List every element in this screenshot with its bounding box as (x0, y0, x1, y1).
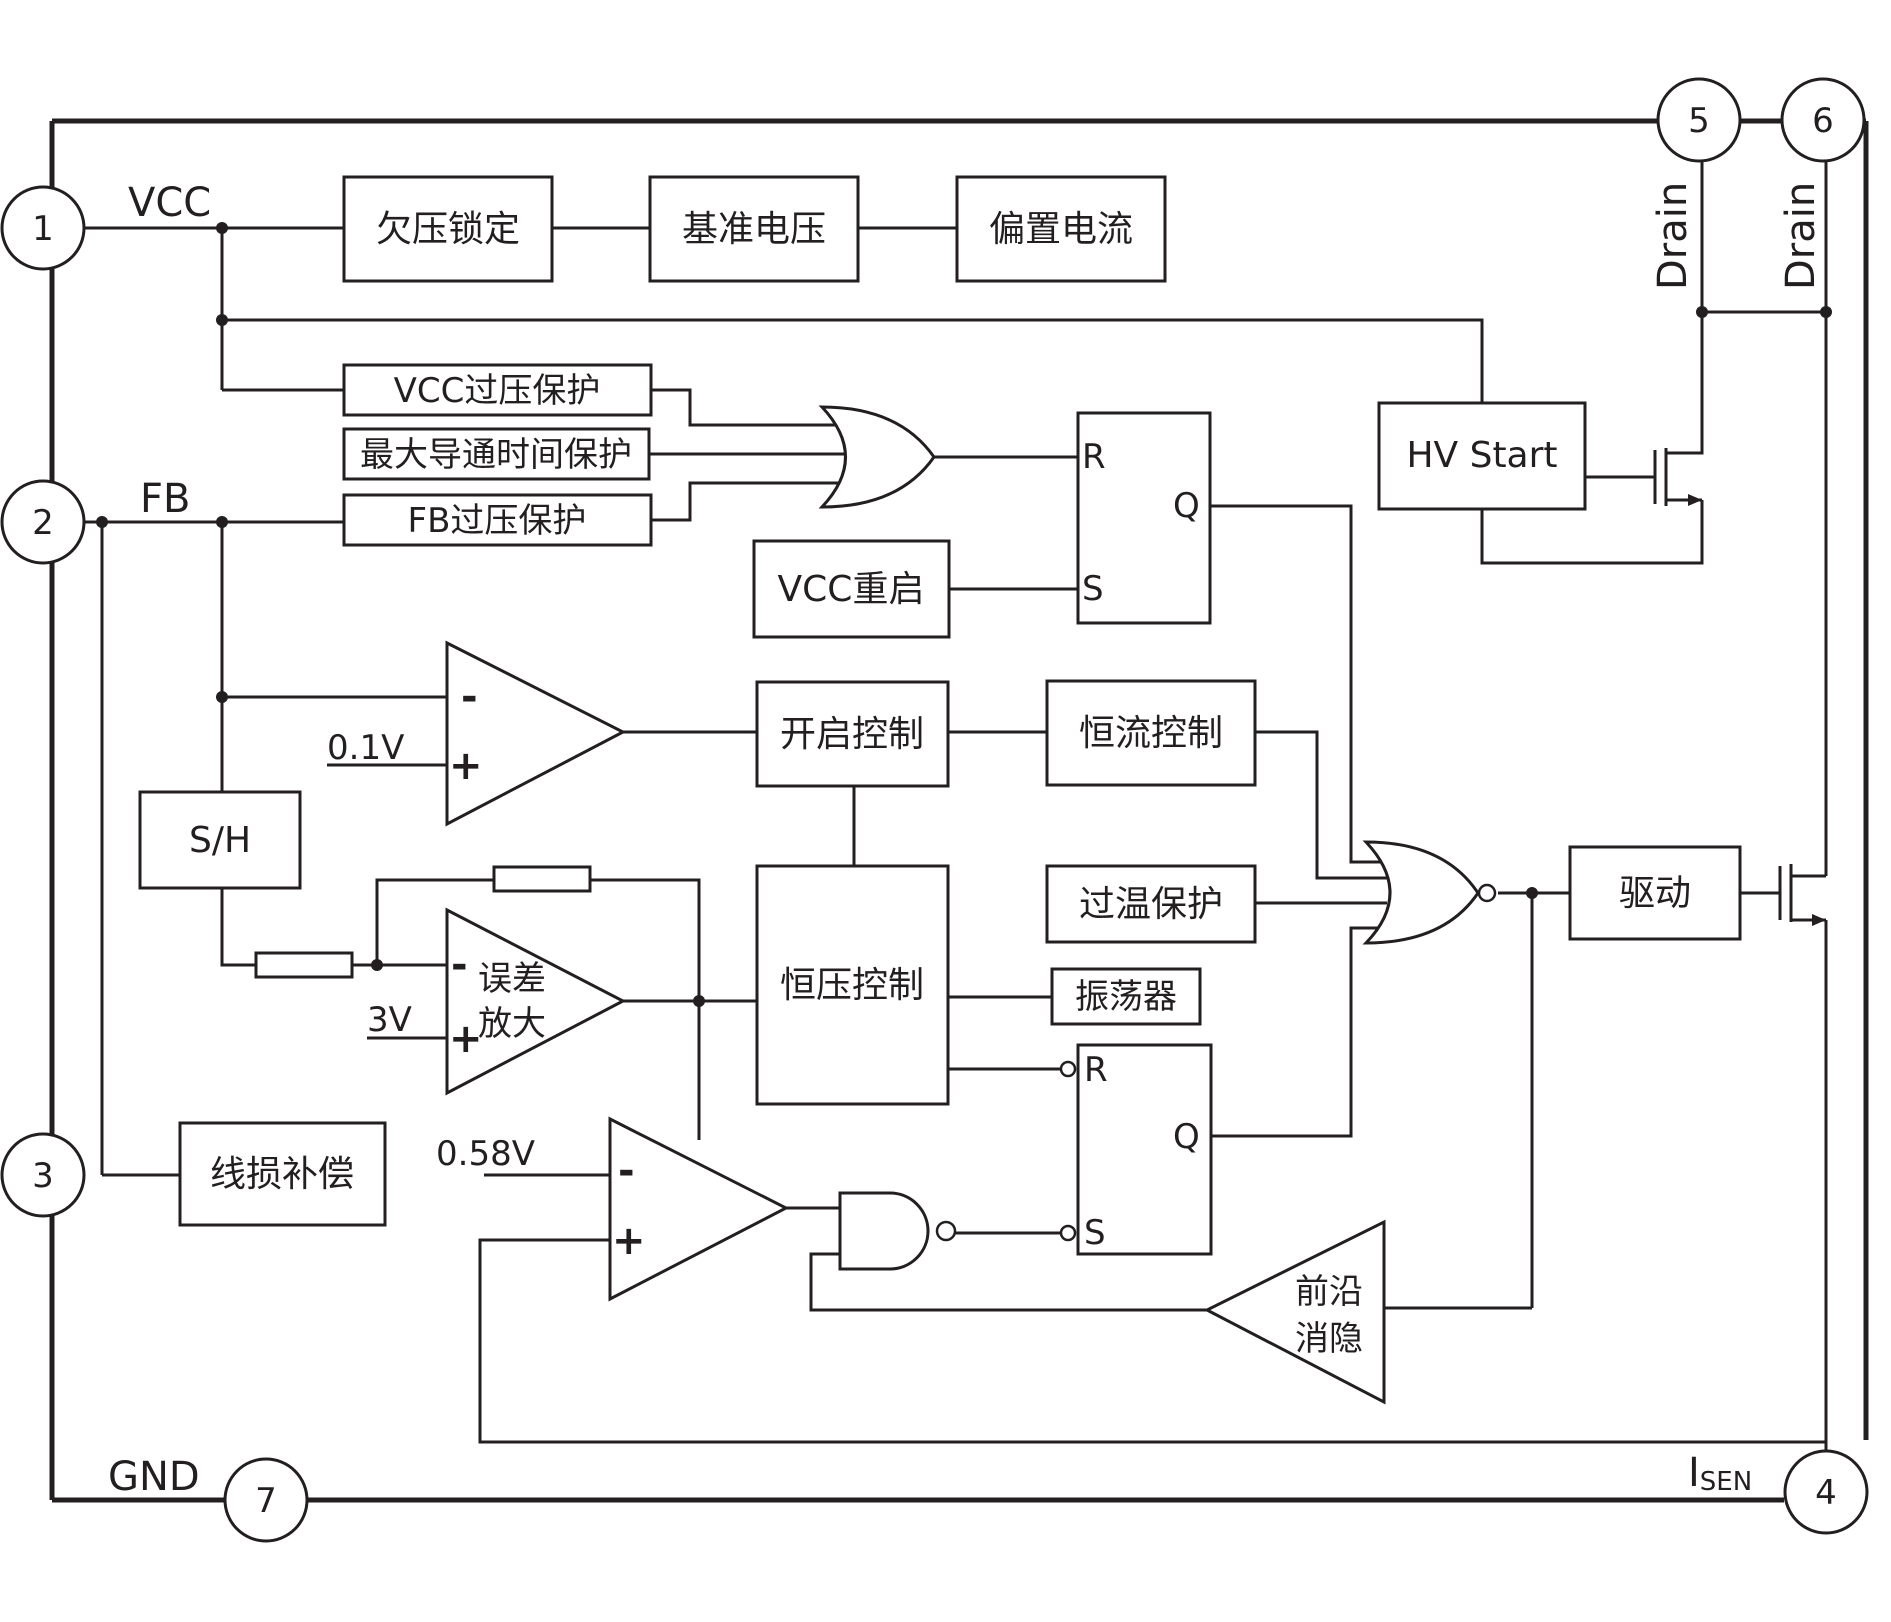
svg-text:S: S (1082, 569, 1104, 609)
pin-2: 2 (0, 479, 86, 565)
line-loss-compensation-block: 线损补偿 (178, 1121, 387, 1227)
nand-gate (838, 1191, 957, 1271)
power-mosfet (1778, 864, 1826, 926)
fb-comparator: - + (445, 640, 627, 827)
svg-text:4: 4 (1815, 1473, 1837, 1513)
svg-text:线损补偿: 线损补偿 (210, 1154, 354, 1195)
svg-text:Q: Q (1173, 486, 1200, 526)
or-gate-gate-control (1362, 840, 1497, 945)
pin-5: 5 (1656, 77, 1742, 163)
svg-text:驱动: 驱动 (1619, 873, 1691, 914)
drain-label-pin6: Drain (1778, 182, 1824, 290)
svg-text:R: R (1084, 1050, 1108, 1090)
protection-latch: R S Q (1076, 411, 1212, 625)
leading-edge-blanking: 前沿 消隐 (1203, 1219, 1386, 1405)
svg-text:开启控制: 开启控制 (780, 714, 924, 755)
svg-text:VCC过压保护: VCC过压保护 (394, 371, 601, 411)
svg-text:恒流控制: 恒流控制 (1079, 713, 1223, 754)
gnd-pin-label: GND (108, 1454, 200, 1500)
input-resistor (254, 951, 354, 979)
svg-text:放大: 放大 (478, 1004, 546, 1044)
ref-0-1v-label: 0.1V (327, 728, 404, 768)
pin-7: 7 (223, 1457, 309, 1543)
svg-text:6: 6 (1812, 101, 1834, 141)
svg-text:3: 3 (32, 1156, 54, 1196)
chip-frame (49, 118, 1869, 1503)
oscillator-block: 振荡器 (1050, 967, 1202, 1026)
wires (84, 160, 1828, 1463)
feedback-resistor (492, 865, 592, 893)
reference-voltage-block: 基准电压 (648, 175, 860, 283)
sample-hold-block: S/H (138, 790, 302, 890)
svg-text:误差: 误差 (478, 959, 546, 999)
uvlo-block: 欠压锁定 (342, 175, 554, 283)
ref-3v-label: 3V (367, 1000, 412, 1040)
constant-voltage-control-block: 恒压控制 (755, 864, 950, 1106)
pin-3: 3 (0, 1132, 86, 1218)
bias-current-block: 偏置电流 (955, 175, 1167, 283)
isen-pin-label: ISEN (1688, 1450, 1752, 1497)
start-control-block: 开启控制 (755, 680, 950, 788)
svg-text:S: S (1084, 1213, 1106, 1253)
svg-text:VCC重启: VCC重启 (778, 569, 925, 610)
svg-text:+: + (449, 1016, 483, 1062)
svg-text:-: - (618, 1148, 635, 1194)
svg-text:Q: Q (1173, 1117, 1200, 1157)
svg-text:-: - (451, 942, 468, 988)
svg-text:最大导通时间保护: 最大导通时间保护 (360, 435, 632, 475)
svg-text:恒压控制: 恒压控制 (780, 965, 924, 1006)
vcc-pin-label: VCC (128, 180, 211, 226)
svg-text:7: 7 (255, 1481, 277, 1521)
svg-text:+: + (449, 743, 483, 789)
pin-6: 6 (1780, 77, 1866, 163)
svg-text:FB过压保护: FB过压保护 (408, 501, 587, 541)
svg-text:S/H: S/H (189, 820, 251, 861)
vcc-ovp-block: VCC过压保护 (342, 363, 653, 417)
ref-0-58v-label: 0.58V (436, 1134, 535, 1174)
svg-text:前沿: 前沿 (1295, 1272, 1363, 1312)
svg-text:-: - (461, 674, 478, 720)
driver-block: 驱动 (1568, 845, 1742, 941)
svg-text:基准电压: 基准电压 (682, 209, 826, 250)
pin-1: 1 (0, 185, 86, 271)
drain-label-pin5: Drain (1650, 182, 1696, 290)
svg-text:偏置电流: 偏置电流 (989, 209, 1133, 250)
pwm-latch: R S Q (1059, 1043, 1213, 1256)
hv-start-block: HV Start (1377, 401, 1587, 511)
svg-text:消隐: 消隐 (1295, 1319, 1363, 1359)
fb-ovp-block: FB过压保护 (342, 493, 653, 547)
fb-pin-label: FB (140, 476, 190, 522)
pin-4: 4 (1783, 1449, 1869, 1535)
svg-text:过温保护: 过温保护 (1079, 884, 1223, 925)
or-gate-protection (818, 405, 936, 509)
svg-text:欠压锁定: 欠压锁定 (376, 209, 520, 250)
svg-text:振荡器: 振荡器 (1075, 977, 1177, 1017)
svg-text:R: R (1082, 437, 1106, 477)
svg-text:HV Start: HV Start (1406, 435, 1557, 476)
svg-text:+: + (612, 1218, 646, 1264)
svg-text:5: 5 (1688, 101, 1710, 141)
over-temperature-protection-block: 过温保护 (1045, 864, 1257, 944)
junction-dots (96, 222, 1832, 1007)
current-sense-comparator: - + (608, 1116, 790, 1302)
hv-start-mosfet (1653, 448, 1704, 506)
svg-text:2: 2 (32, 503, 54, 543)
max-on-time-protection-block: 最大导通时间保护 (342, 427, 651, 481)
error-amplifier: - + 误差 放大 (445, 907, 627, 1096)
constant-current-control-block: 恒流控制 (1045, 679, 1257, 787)
vcc-restart-block: VCC重启 (752, 539, 951, 639)
svg-text:1: 1 (32, 209, 54, 249)
